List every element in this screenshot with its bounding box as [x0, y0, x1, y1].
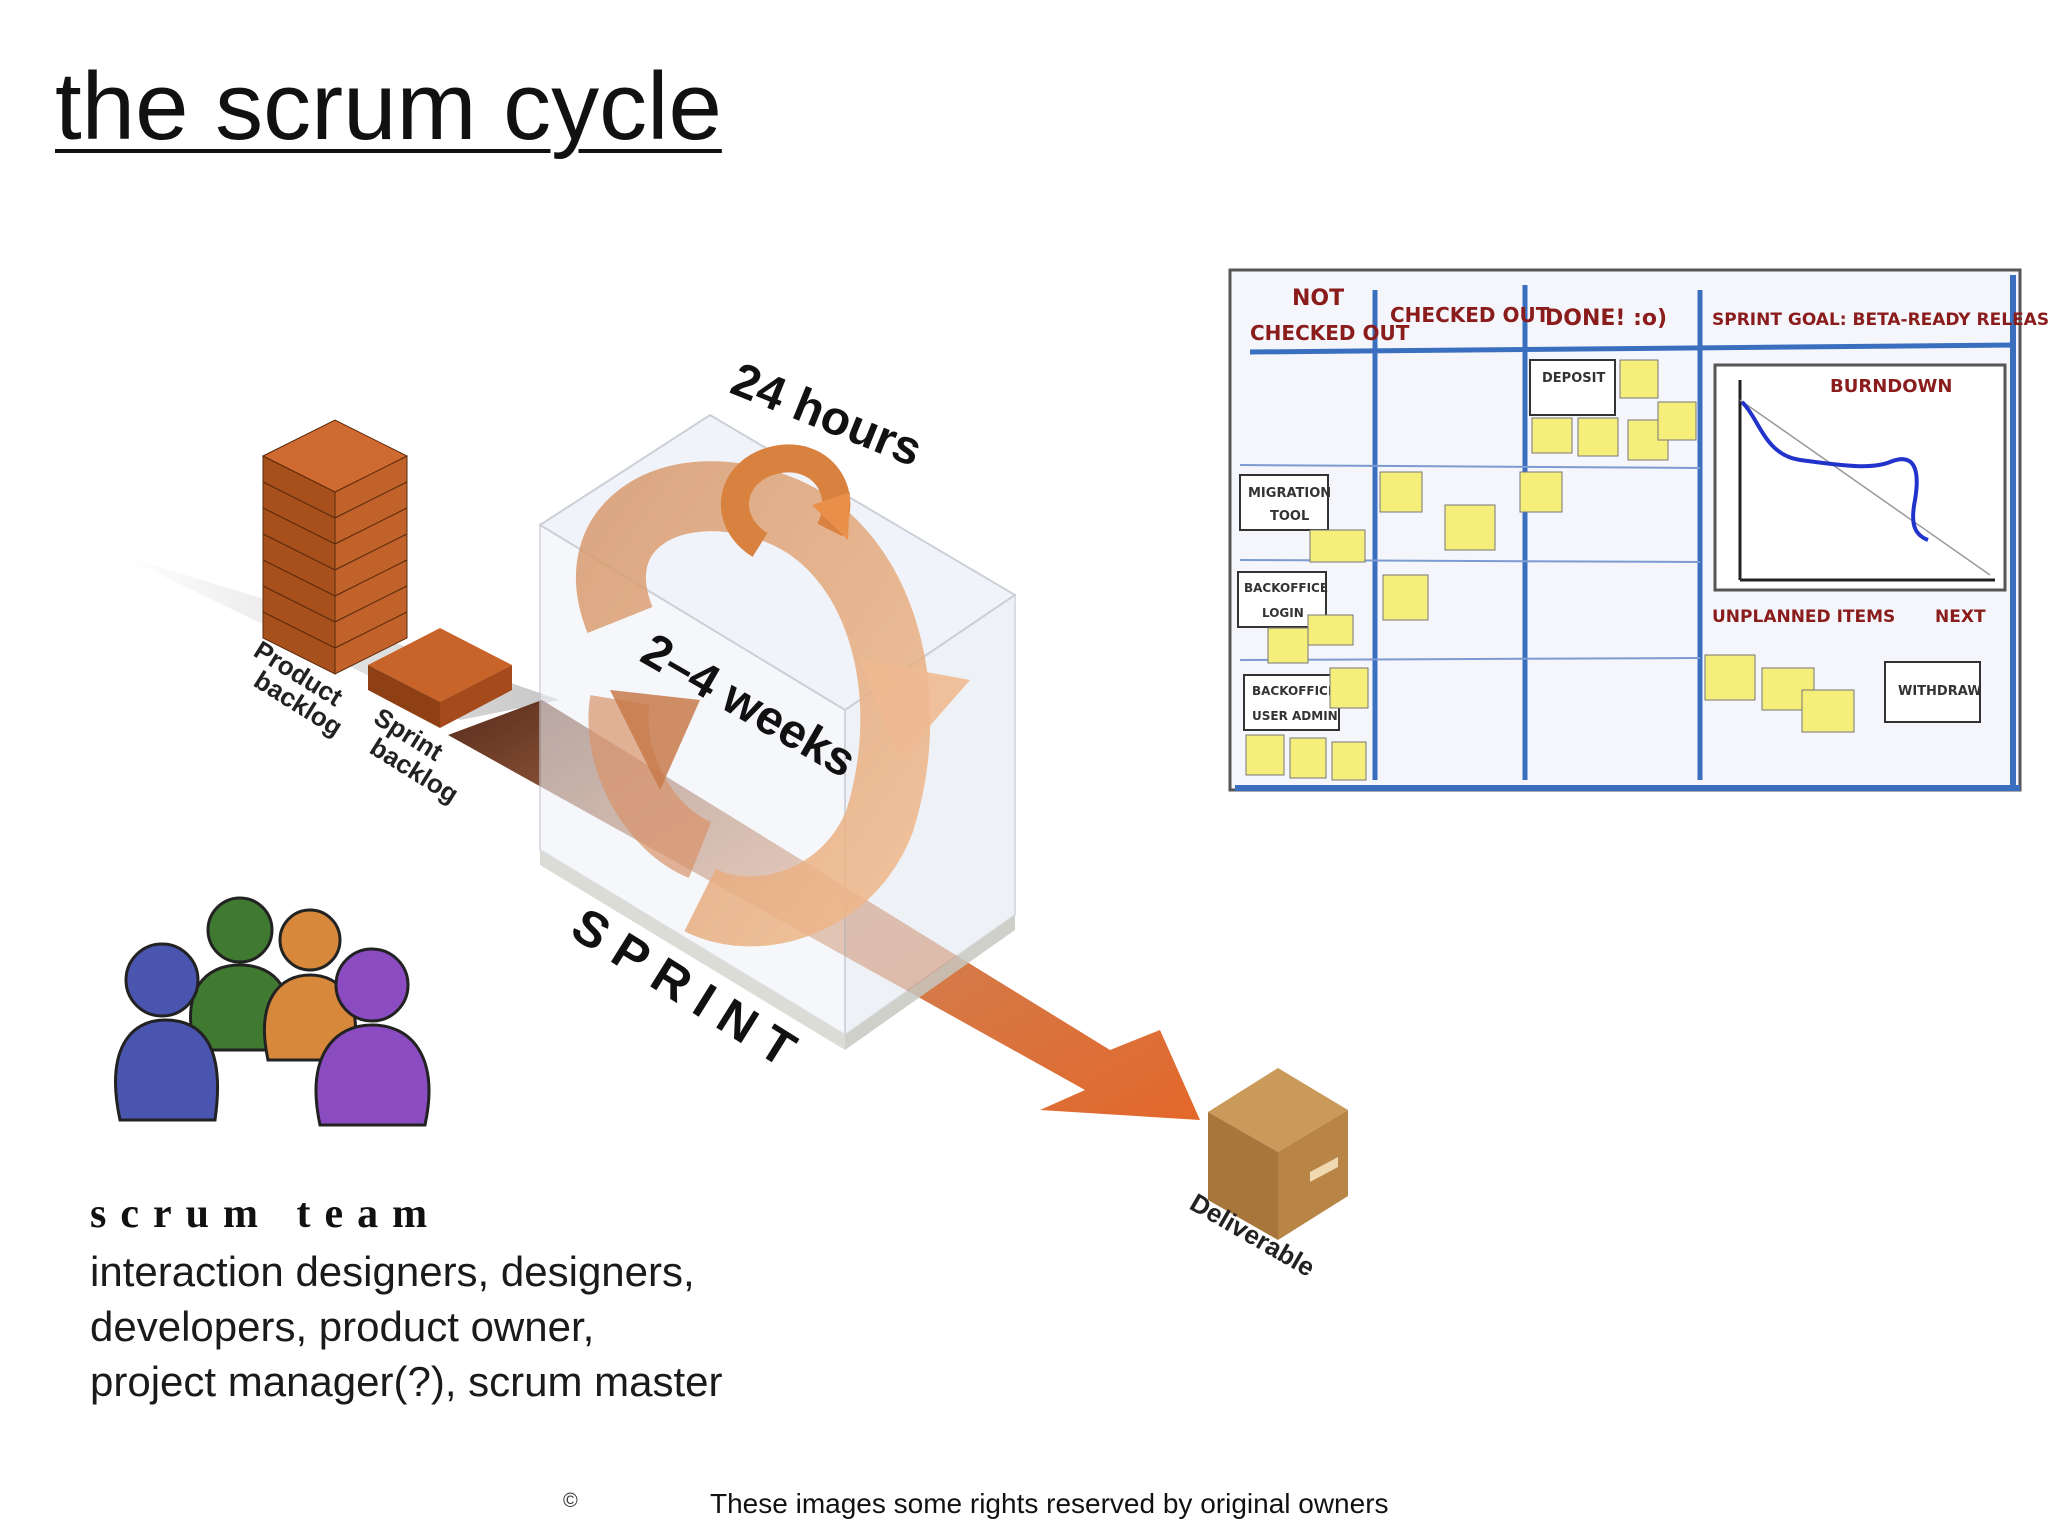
board-col-done: DONE! :o)	[1545, 306, 1667, 331]
team-roles-line-3: project manager(?), scrum master	[90, 1358, 723, 1405]
board-col-checked-out: CHECKED OUT	[1390, 303, 1550, 327]
team-roles-line-1: interaction designers, designers,	[90, 1248, 695, 1295]
product-backlog-stack	[261, 419, 409, 675]
board-col-not: NOT	[1292, 286, 1344, 311]
svg-text:WITHDRAW: WITHDRAW	[1898, 684, 1982, 699]
scrum-team-heading: scrum team	[90, 1191, 442, 1237]
hours-loop	[721, 444, 851, 557]
svg-text:MIGRATION: MIGRATION	[1248, 486, 1331, 501]
svg-text:BACKOFFICE: BACKOFFICE	[1244, 581, 1328, 595]
scrum-board: NOT CHECKED OUT CHECKED OUT DONE! :o) SP…	[1228, 268, 2048, 792]
next-label: NEXT	[1935, 607, 1986, 627]
burndown-line	[1740, 400, 1929, 542]
scrum-team-icon	[114, 896, 431, 1127]
weeks-loop	[576, 461, 970, 947]
page-title: the scrum cycle	[55, 53, 722, 160]
burndown-title: BURNDOWN	[1830, 376, 1952, 397]
sprint-backlog-box	[368, 628, 512, 728]
board-col-not-checked-out: CHECKED OUT	[1250, 321, 1410, 345]
team-roles-line-2: developers, product owner,	[90, 1303, 595, 1350]
svg-text:TOOL: TOOL	[1270, 509, 1309, 524]
svg-text:LOGIN: LOGIN	[1262, 606, 1304, 620]
svg-text:BACKOFFICE: BACKOFFICE	[1252, 684, 1336, 698]
copyright-mark: ©	[563, 1490, 578, 1512]
unplanned-items-label: UNPLANNED ITEMS	[1712, 607, 1895, 627]
deliverable-box	[1208, 1068, 1348, 1240]
svg-text:DEPOSIT: DEPOSIT	[1542, 371, 1605, 386]
sticky-notes	[1245, 359, 1855, 781]
svg-text:USER ADMIN: USER ADMIN	[1252, 709, 1338, 723]
card-backoffice-user-admin: BACKOFFICE USER ADMIN	[1243, 674, 1340, 731]
footer-credit: These images some rights reserved by ori…	[710, 1488, 1389, 1519]
brick-top	[261, 419, 409, 493]
board-col-sprint-goal: SPRINT GOAL: BETA-READY RELEASE!	[1712, 310, 2048, 330]
card-migration-tool: MIGRATION TOOL	[1239, 474, 1331, 531]
person-purple	[314, 947, 431, 1127]
card-withdraw: WITHDRAW	[1884, 661, 1982, 723]
person-blue	[114, 942, 220, 1122]
card-deposit: DEPOSIT	[1529, 359, 1616, 416]
brick-side	[334, 611, 408, 675]
